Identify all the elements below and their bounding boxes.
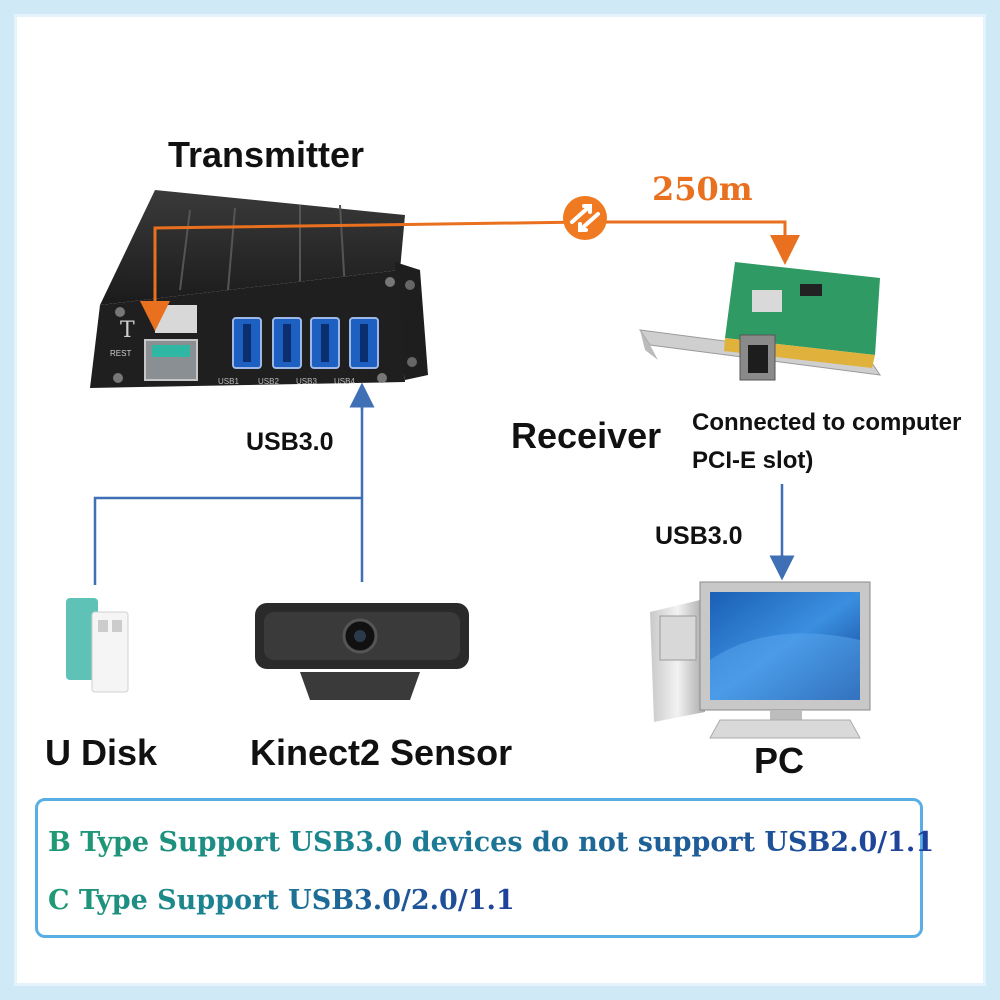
pcb-board [725, 262, 880, 355]
distance-label: 250m [652, 170, 753, 208]
pc-label: PC [754, 740, 805, 781]
device-letter: T [120, 318, 135, 343]
transmitter-top [100, 190, 405, 305]
pc-device [650, 581, 871, 739]
image-frame-inner [14, 14, 986, 986]
udisk-usb-line [93, 496, 362, 585]
fiber-link [140, 196, 800, 331]
u-disk-body [66, 598, 98, 680]
device-rest-label: REST [110, 349, 131, 358]
usb-links [93, 382, 795, 585]
usb-ports [232, 317, 379, 369]
usb-label-left: USB3.0 [246, 428, 334, 456]
transmitter-device: T REST USB1 USB2 USB3 USB4 [90, 190, 428, 388]
swap-arrows-icon [563, 196, 607, 240]
sfp-label [155, 305, 197, 333]
u-disk-label: U Disk [45, 732, 158, 773]
note-b-type: B Type Support USB3.0 devices do not sup… [48, 827, 935, 858]
port-label-usb1: USB1 [218, 377, 239, 386]
usb-label-right: USB3.0 [655, 522, 743, 550]
note-c-type: C Type Support USB3.0/2.0/1.1 [48, 885, 515, 916]
receiver-card [638, 262, 882, 381]
receiver-label: Receiver [511, 415, 662, 456]
support-note-box: B Type Support USB3.0 devices do not sup… [35, 798, 934, 938]
keyboard [709, 719, 861, 739]
port-label-usb3: USB3 [296, 377, 317, 386]
port-label-usb2: USB2 [258, 377, 279, 386]
port-label-usb4: USB4 [334, 377, 355, 386]
receiver-note: Connected to computer PCI-E slot) [692, 409, 962, 474]
kinect-sensor-device [255, 603, 469, 700]
kinect-label: Kinect2 Sensor [250, 732, 513, 773]
kinect-stand [300, 672, 420, 700]
transmitter-label: Transmitter [168, 134, 365, 175]
u-disk-device [66, 598, 129, 693]
